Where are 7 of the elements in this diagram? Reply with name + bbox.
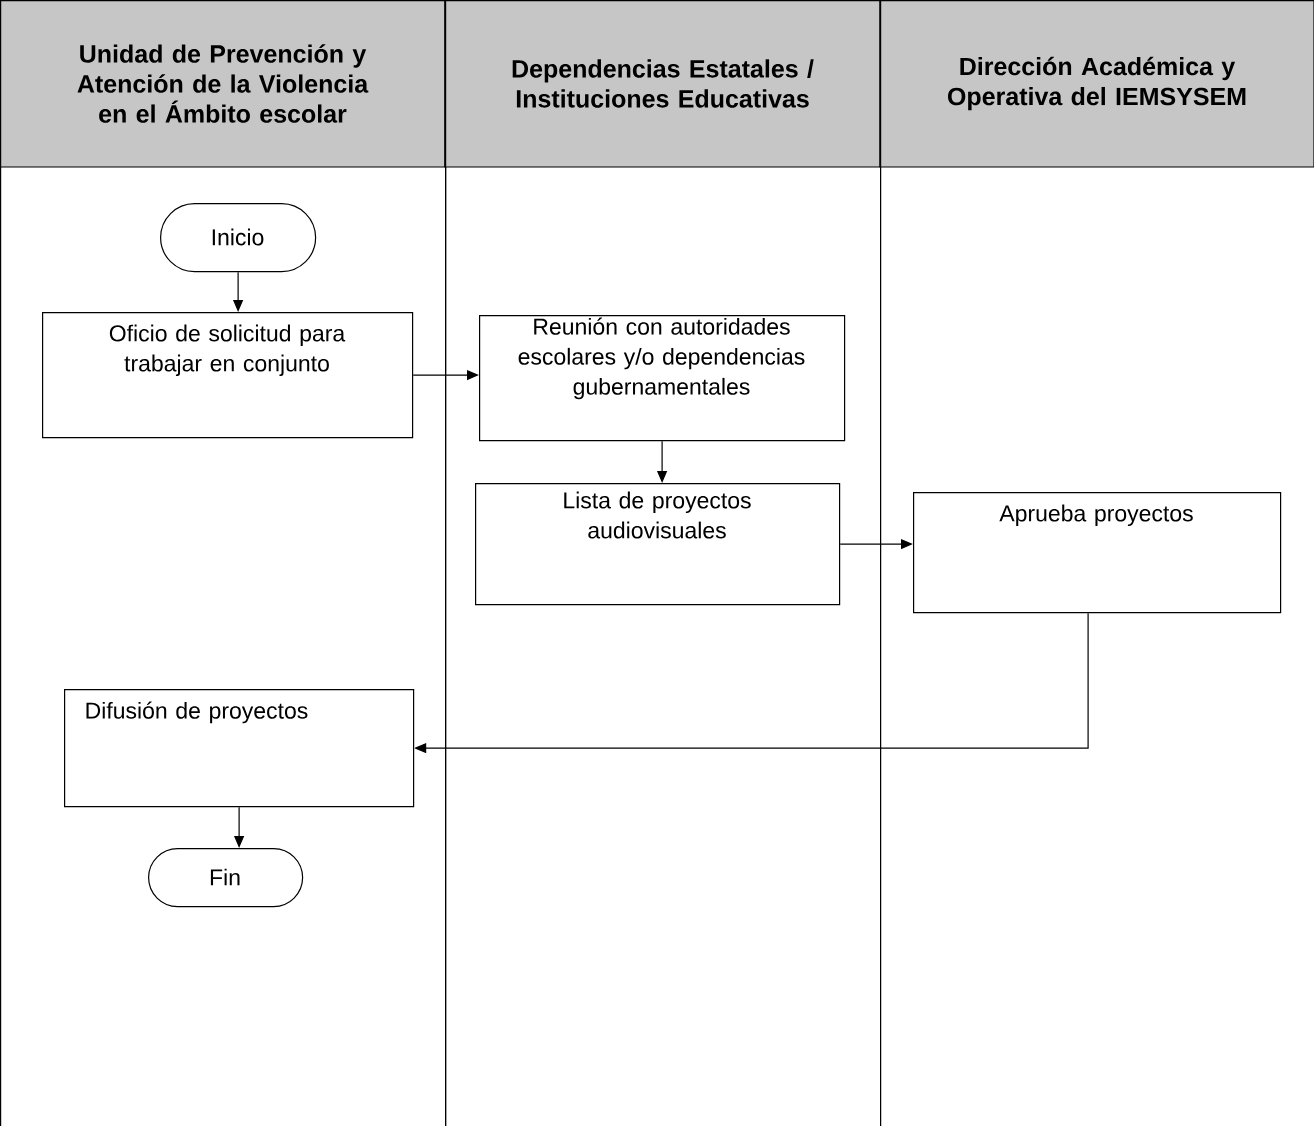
process-box: Difusión de proyectos: [64, 689, 415, 808]
terminator: Fin: [148, 848, 304, 908]
process-box: Reunión con autoridades escolares y/o dependencias gubernamentales: [479, 315, 846, 442]
process-box: Lista de proyectos audiovisuales: [475, 483, 841, 606]
process-box: Aprueba proyectos: [913, 492, 1282, 614]
terminator: Inicio: [160, 203, 317, 273]
process-box: Oficio de solicitud para trabajar en conjunto: [42, 312, 414, 439]
